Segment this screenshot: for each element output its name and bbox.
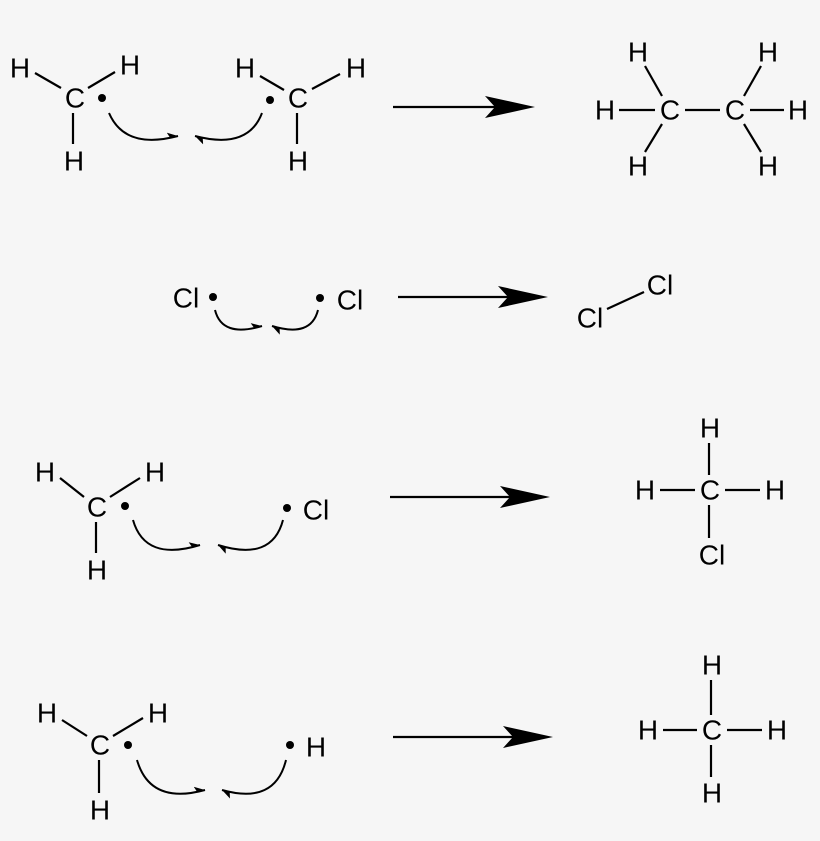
reaction-3-methyl-chlorine: H C H H Cl H H C H Cl <box>35 413 785 586</box>
bond <box>743 123 762 153</box>
atom-cl: Cl <box>303 495 329 526</box>
atom-h: H <box>788 95 808 126</box>
atom-cl: Cl <box>647 270 673 301</box>
fishhook-arrow <box>136 759 206 795</box>
atom-cl: Cl <box>577 303 603 334</box>
atom-h: H <box>767 715 787 746</box>
fishhook-arrow <box>194 112 263 145</box>
atom-c: C <box>700 475 720 506</box>
reaction-arrow-head <box>503 726 553 748</box>
bond <box>644 123 663 153</box>
reaction-arrow-head <box>498 286 548 308</box>
fishhook-arrow <box>214 309 263 331</box>
atom-h: H <box>10 53 30 84</box>
radical-dot <box>121 502 129 510</box>
methyl-radical-right: H C H H <box>235 53 366 177</box>
atom-h: H <box>64 146 84 177</box>
atom-h: H <box>306 732 326 763</box>
atom-h: H <box>87 555 107 586</box>
methyl-radical: H C H H <box>37 698 168 826</box>
fishhook-arrow <box>217 519 284 554</box>
product-methane: H H C H H <box>638 650 787 809</box>
atom-h: H <box>90 795 110 826</box>
atom-h: H <box>288 146 308 177</box>
bond <box>311 73 341 90</box>
bond <box>259 75 285 91</box>
atom-cl: Cl <box>173 283 199 314</box>
radical-dot <box>209 293 217 301</box>
atom-h: H <box>235 53 255 84</box>
atom-h: H <box>346 53 366 84</box>
bond <box>59 477 85 498</box>
bond <box>61 719 88 737</box>
bond <box>743 65 762 97</box>
product-dichlorine: Cl Cl <box>577 270 673 334</box>
atom-c: C <box>90 730 110 761</box>
atom-h: H <box>635 475 655 506</box>
fishhook-arrow <box>221 759 287 799</box>
methyl-radical-left: H C H H <box>10 50 140 177</box>
bond <box>109 477 141 498</box>
product-ethane: H H H C C H H H <box>595 37 808 182</box>
radical-dot <box>286 741 294 749</box>
atom-h: H <box>37 698 57 729</box>
bond <box>112 717 144 737</box>
atom-h: H <box>595 95 615 126</box>
atom-h: H <box>145 457 165 488</box>
atom-h: H <box>700 413 720 444</box>
atom-c: C <box>87 492 107 523</box>
radical-dot <box>316 294 324 302</box>
atom-h: H <box>628 151 648 182</box>
atom-h: H <box>702 650 722 681</box>
fishhook-arrow <box>132 519 201 551</box>
atom-h: H <box>35 457 55 488</box>
reaction-4-methyl-hydrogen: H C H H H H H C H H <box>37 650 787 826</box>
atom-h: H <box>758 151 778 182</box>
atom-h: H <box>765 475 785 506</box>
fishhook-arrow <box>271 309 319 335</box>
bond <box>644 65 663 97</box>
bond <box>34 72 62 89</box>
radical-dot <box>98 94 106 102</box>
reaction-arrow-head <box>500 486 550 508</box>
atom-c: C <box>725 95 745 126</box>
atom-cl: Cl <box>699 540 725 571</box>
atom-c: C <box>660 95 680 126</box>
product-chloromethane: H H C H Cl <box>635 413 785 571</box>
radical-dot <box>283 504 291 512</box>
atom-c: C <box>65 83 85 114</box>
atom-h: H <box>702 778 722 809</box>
atom-h: H <box>638 715 658 746</box>
atom-c: C <box>702 715 722 746</box>
atom-cl: Cl <box>337 285 363 316</box>
radical-dot <box>124 741 132 749</box>
reaction-1-methyl-methyl: H C H H H C H H H H H C C <box>10 37 808 182</box>
reaction-arrow-head <box>485 96 535 118</box>
methyl-radical: H C H H <box>35 457 165 586</box>
fishhook-arrow <box>108 112 179 141</box>
atom-c: C <box>288 83 308 114</box>
bond <box>87 71 116 89</box>
bond <box>606 291 645 310</box>
radical-dot <box>266 96 274 104</box>
reaction-2-chlorine: Cl Cl Cl Cl <box>173 270 673 335</box>
atom-h: H <box>148 698 168 729</box>
atom-h: H <box>758 37 778 68</box>
atom-h: H <box>628 37 648 68</box>
atom-h: H <box>120 50 140 81</box>
